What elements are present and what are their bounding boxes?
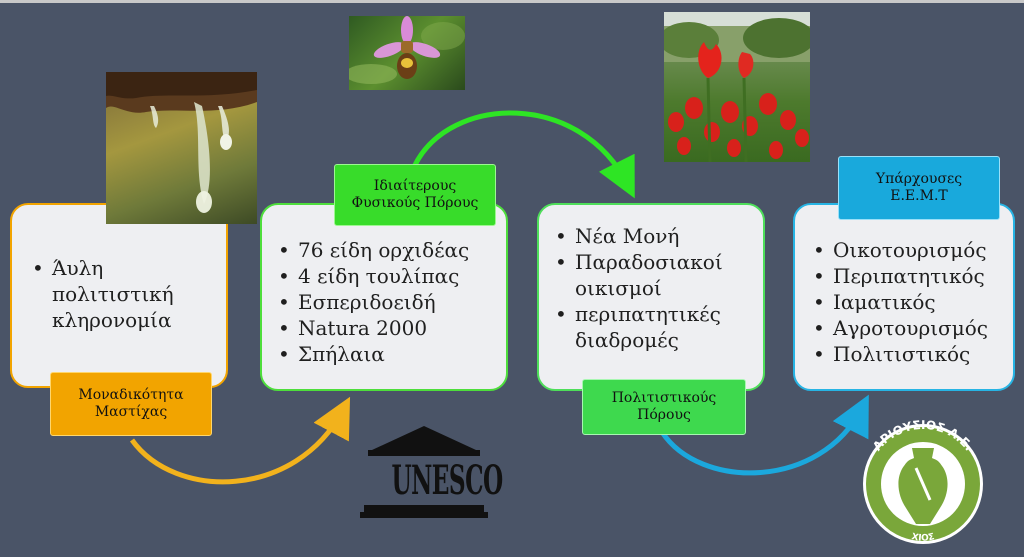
stage-2-item: Σπήλαια [276, 341, 506, 367]
stage-2-item: Natura 2000 [276, 315, 506, 341]
tulip-field-photo [664, 12, 810, 162]
mastic-drop-photo [106, 72, 257, 224]
stage-2-item: Εσπεριδοειδή [276, 289, 506, 315]
stage-3-item: περιπατητικές διαδρομές [553, 301, 758, 353]
stage-label-3-line-1: Πολιτιστικούς [611, 390, 717, 406]
stage-4-item: Οικοτουρισμός [811, 237, 1015, 263]
arrow-stage3-to-stage4 [659, 394, 869, 476]
stage-4-item: Αγροτουρισμός [811, 315, 1015, 341]
stage-2-items: 76 είδη ορχιδέας4 είδη τουλίπαςΕσπεριδοε… [276, 237, 506, 367]
stage-3-item: Παραδοσιακοί οικισμοί [553, 249, 758, 301]
stage-2-item: 76 είδη ορχιδέας [276, 237, 506, 263]
stage-label-3-line-2: Πόρους [637, 407, 691, 423]
stage-1-item: Άυλη πολιτιστική κληρονομία [30, 255, 210, 333]
orchid-illustration [349, 16, 465, 84]
stage-card-3: Νέα ΜονήΠαραδοσιακοί οικισμοίπεριπατητικ… [537, 203, 765, 391]
stage-4-item: Ιαματικός [811, 289, 1015, 315]
stage-label-1-line-1: Μοναδικότητα [78, 387, 184, 403]
unesco-text: UNESCO [391, 457, 504, 504]
stage-4-item: Περιπατητικός [811, 263, 1015, 289]
stage-label-4-line-2: Ε.Ε.Μ.Τ [890, 188, 948, 204]
stage-card-2: 76 είδη ορχιδέας4 είδη τουλίπαςΕσπεριδοε… [260, 203, 508, 391]
stage-label-2-line-1: Ιδιαίτερους [373, 178, 457, 194]
stage-3-items: Νέα ΜονήΠαραδοσιακοί οικισμοίπεριπατητικ… [553, 223, 758, 353]
stage-label-4-line-1: Υπάρχουσες [875, 171, 963, 187]
tulip-field-illustration [664, 12, 810, 162]
stage-3-item: Νέα Μονή [553, 223, 758, 249]
arrow-stage1-to-stage2 [129, 396, 351, 485]
stage-4-items: ΟικοτουρισμόςΠεριπατητικόςΙαματικόςΑγροτ… [811, 237, 1015, 367]
stage-label-2-line-2: Φυσικούς Πόρους [351, 195, 479, 211]
stage-2-item: 4 είδη τουλίπας [276, 263, 506, 289]
stage-4-item: Πολιτιστικός [811, 341, 1015, 367]
orchid-photo [349, 16, 465, 90]
mastic-drop-illustration [106, 72, 257, 213]
top-border [0, 0, 1024, 3]
stage-card-1: Άυλη πολιτιστική κληρονομία [10, 203, 228, 388]
stage-1-items: Άυλη πολιτιστική κληρονομία [30, 255, 210, 333]
stage-card-4: ΟικοτουρισμόςΠεριπατητικόςΙαματικόςΑγροτ… [793, 203, 1015, 391]
arrow-stage2-to-stage3 [412, 110, 635, 199]
stage-label-1-line-2: Μαστίχας [94, 404, 168, 420]
